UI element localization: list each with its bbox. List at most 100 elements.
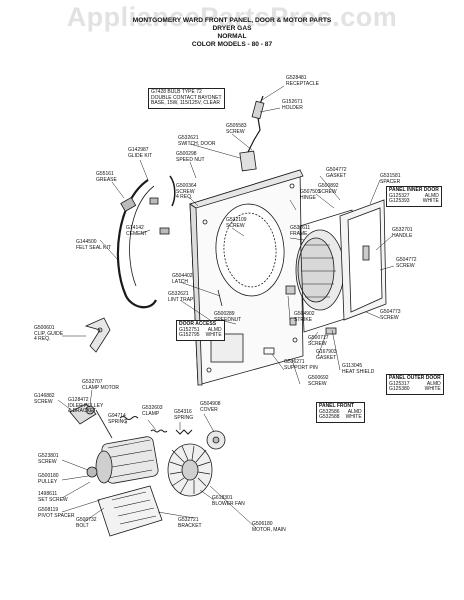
callout-text: SCREW	[226, 222, 245, 229]
callout-text: G144500	[76, 239, 97, 245]
panel-outer-door-color: WHITE	[424, 386, 441, 393]
diagram-title: MONTGOMERY WARD FRONT PANEL, DOOR & MOTO…	[112, 17, 352, 49]
outer-door	[339, 199, 387, 321]
callout-text: GASKET	[326, 172, 347, 179]
callout-text: G531581	[380, 173, 401, 179]
callout-text: GASKET	[316, 354, 337, 361]
callout-text: HOLDER	[282, 104, 303, 111]
callout-text: IDLER PULLEY	[68, 402, 104, 409]
callout-text: CLAMP MOTOR	[82, 384, 120, 391]
callout-text: CLAMP	[142, 410, 160, 417]
glide-felt-seal	[116, 175, 176, 309]
door-access-part: G152751	[179, 326, 200, 333]
panel-inner-door-part: G125393	[389, 198, 410, 205]
callout-text: G167903	[316, 349, 337, 355]
callout-text: G504908	[200, 401, 221, 407]
door-access-title: DOOR ACCESS	[179, 321, 217, 327]
callout-text: SPRING	[174, 414, 194, 421]
callout-text: G504772	[396, 257, 417, 263]
callout-text: RECEPTACLE	[286, 80, 319, 87]
callout-text: G506271	[284, 359, 305, 365]
callout-text: SCREW	[176, 188, 195, 195]
springs	[119, 416, 193, 435]
callout-text: BOLT	[76, 522, 89, 529]
callout-text: G128472	[68, 397, 89, 403]
panel-front-color: WHITE	[345, 414, 362, 421]
callout-text: SCREW	[226, 128, 245, 135]
callout-text: SCREW	[380, 314, 399, 321]
callout-text: G14142	[126, 225, 144, 231]
panel-front-part: G532588	[319, 414, 340, 421]
callout-text: STRIKE	[294, 316, 313, 323]
title-line-1: MONTGOMERY WARD FRONT PANEL, DOOR & MOTO…	[132, 17, 332, 24]
title-line-2: DRYER GAS	[212, 25, 252, 32]
callout-text: SCREW	[318, 188, 337, 195]
callout-text: PIVOT SPACER	[38, 512, 75, 519]
callout-text: 4 REQ.	[176, 194, 193, 201]
callout-text: G500364	[176, 183, 197, 189]
callout-text: 1498611	[38, 491, 58, 497]
callout-text: G152671	[282, 99, 303, 105]
panel-inner-door-color: WHITE	[422, 198, 439, 205]
callout-text: HEAT SHIELD	[342, 368, 375, 375]
callout-text: SCREW	[308, 340, 327, 347]
callout-text: HANDLE	[392, 232, 413, 239]
callout-text: CEMENT	[126, 230, 148, 237]
callout-text: G618301	[212, 495, 233, 501]
leader-lines	[57, 85, 395, 529]
blower-cover	[206, 430, 226, 450]
callout-text: G54316	[174, 409, 192, 415]
callout-text: G532701	[392, 227, 413, 233]
callout-text: G500692	[308, 375, 329, 381]
blower-fan	[167, 443, 213, 497]
panel-inner-door-part: G125327	[389, 192, 410, 199]
callout-text: LINT TRAP	[168, 296, 194, 303]
callout-text: G500717	[308, 335, 329, 341]
callout-text: G500892	[318, 183, 339, 189]
clip-guide	[84, 317, 111, 353]
callout-text: FELT SEAL KIT	[76, 244, 111, 251]
callout-text: G55161	[96, 171, 114, 177]
callout-text: G532603	[142, 405, 163, 411]
callout-text: G506180	[252, 521, 273, 527]
door-access-color: WHITE	[205, 332, 222, 339]
panel-outer-door-part: G125380	[389, 386, 410, 393]
idler-pulley	[69, 403, 113, 439]
callout-text: G523801	[38, 453, 59, 459]
title-line-3: NORMAL	[217, 33, 247, 40]
panel-inner-door-title: PANEL INNER DOOR	[389, 187, 439, 193]
callout-text: 4 REQ.	[34, 336, 51, 343]
callout-text: G508119	[38, 507, 59, 513]
callout-text: G500289	[214, 311, 235, 317]
callout-text: G504772	[326, 167, 347, 173]
callout-text: G532621	[178, 135, 199, 141]
callout-text: LATCH	[172, 278, 189, 285]
